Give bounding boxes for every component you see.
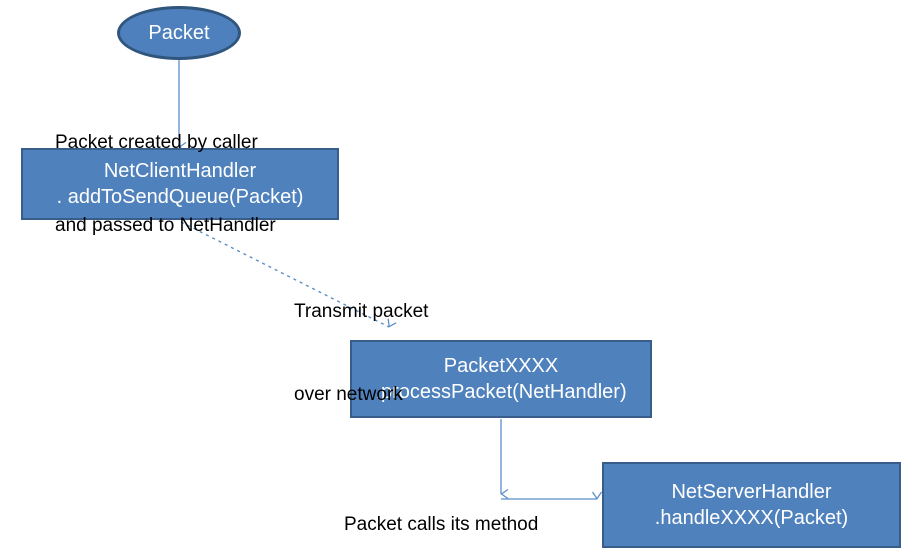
edge-label-created-by-caller-line-1: Packet created by caller xyxy=(55,132,258,154)
edge-label-packet-calls-method: Packet calls its method in NetHandler xyxy=(344,456,538,556)
node-net-client-handler-line-1: NetClientHandler xyxy=(103,159,257,182)
node-packet-line-1: Packet xyxy=(148,21,210,44)
node-net-server-handler-line-1: NetServerHandler xyxy=(671,480,832,503)
node-net-client-handler[interactable]: NetClientHandler . addToSendQueue(Packet… xyxy=(21,148,339,220)
node-net-server-handler-line-2: .handleXXXX(Packet) xyxy=(654,507,849,529)
edge-label-packet-calls-method-line-1: Packet calls its method xyxy=(344,514,539,536)
edge-label-created-by-caller-line-2: and passed to NetHandler xyxy=(55,214,276,236)
node-net-client-handler-line-2: . addToSendQueue(Packet) xyxy=(56,186,304,208)
edge-label-transmit-over-network: Transmit packet over network xyxy=(294,243,428,463)
edge-label-transmit-over-network-line-1: Transmit packet xyxy=(294,301,429,323)
edge-label-transmit-over-network-line-2: over network xyxy=(294,383,403,405)
edge-label-created-by-caller: Packet created by caller and passed to N… xyxy=(55,74,276,294)
node-net-server-handler[interactable]: NetServerHandler .handleXXXX(Packet) xyxy=(602,462,901,548)
node-packet-xxxx[interactable]: PacketXXXX .processPacket(NetHandler) xyxy=(350,340,652,418)
node-packet-xxxx-line-2: .processPacket(NetHandler) xyxy=(375,381,627,403)
node-packet-xxxx-line-1: PacketXXXX xyxy=(443,354,559,377)
node-packet[interactable]: Packet xyxy=(117,6,241,60)
